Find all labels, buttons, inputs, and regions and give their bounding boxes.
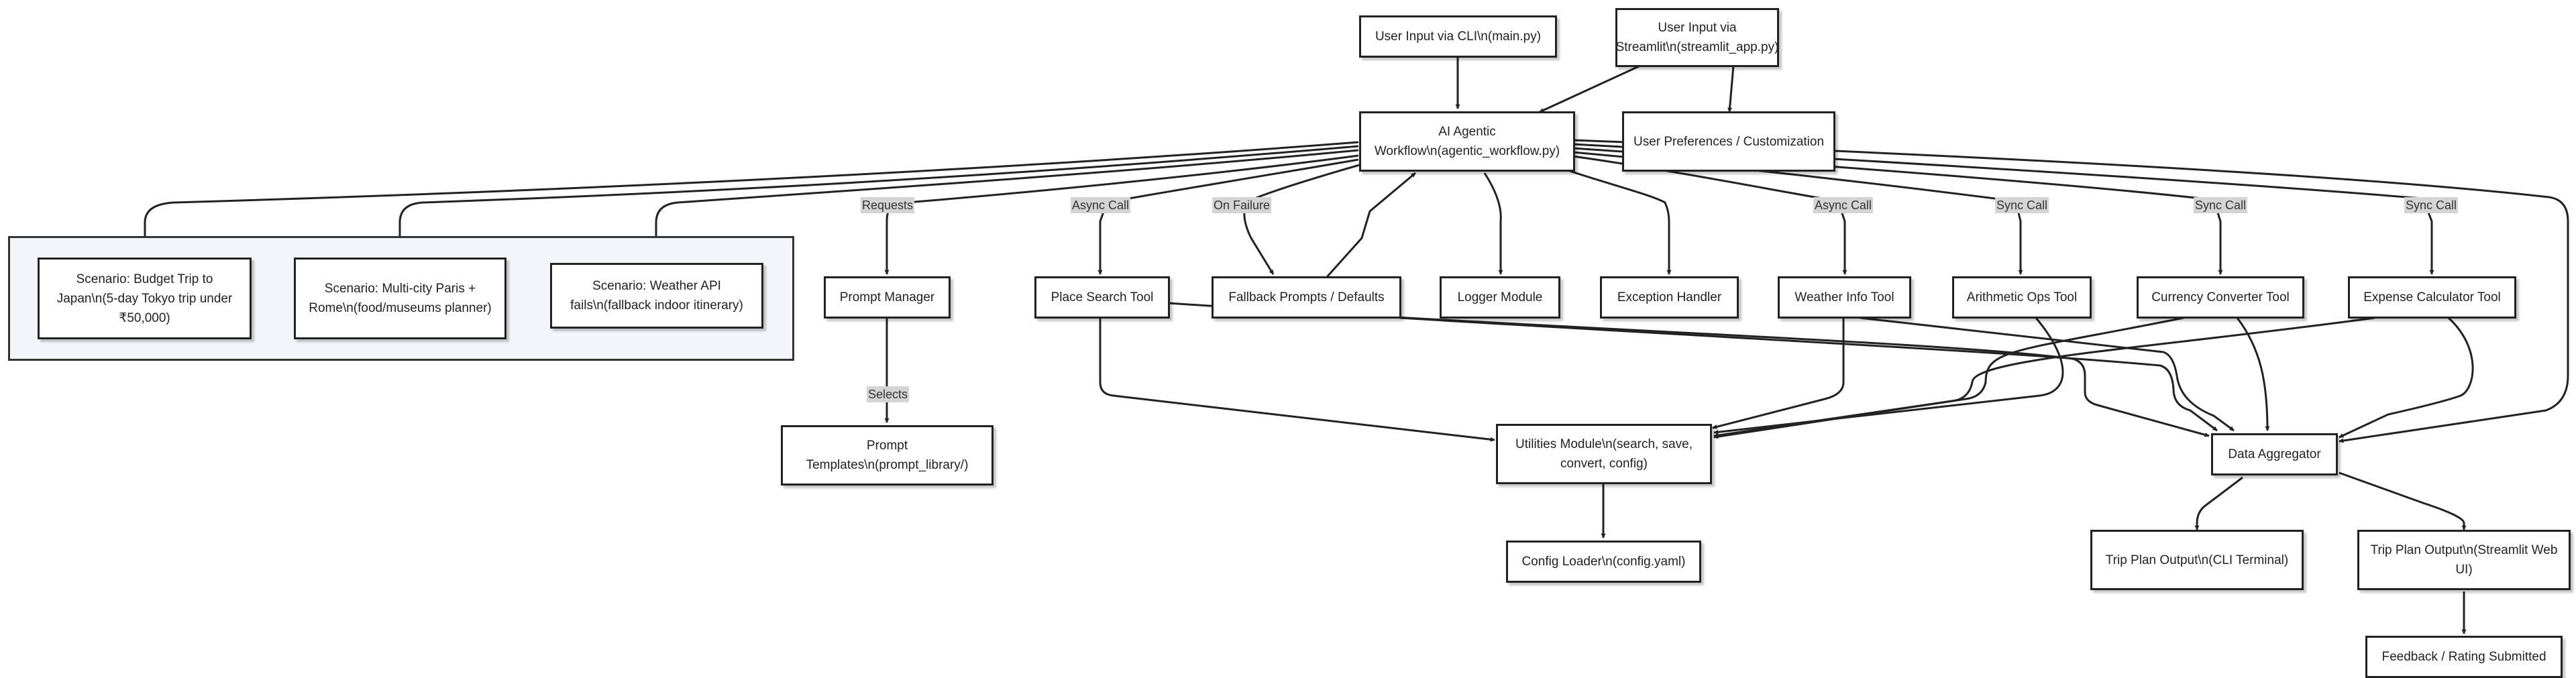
edge-workflow-to-weather: [1572, 155, 1847, 275]
logger-label: Logger Module: [1457, 290, 1543, 304]
arithmetic-node: Arithmetic Ops Tool: [1952, 276, 2092, 319]
prompt-templates-node: Prompt Templates\n(prompt_library/): [781, 425, 994, 486]
prompt-templates-label: Prompt Templates\n(prompt_library/): [806, 439, 969, 472]
workflow-label: AI Agentic Workflow\n(agentic_workflow.p…: [1374, 125, 1560, 158]
scenario-weather-node: Scenario: Weather API fails\n(fallback i…: [550, 263, 763, 329]
edge-currency-to-utilities: [1713, 317, 2184, 438]
output-web-label: Trip Plan Output\n(Streamlit Web UI): [2370, 543, 2558, 577]
scenario-weather-label: Scenario: Weather API fails\n(fallback i…: [570, 279, 743, 313]
edge-fallback-to-aggregator: [1399, 317, 2218, 432]
streamlit-input-label: User Input via Streamlit\n(streamlit_app…: [1615, 21, 1779, 54]
scenario-japan-node: Scenario: Budget Trip to Japan\n(5-day T…: [38, 258, 252, 339]
logger-node: Logger Module: [1440, 276, 1560, 319]
edge-expense-to-aggregator: [2339, 317, 2474, 439]
aggregator-node: Data Aggregator: [2211, 433, 2338, 475]
arithmetic-label: Arithmetic Ops Tool: [1966, 290, 2078, 304]
edge-expense-to-utilities: [1713, 317, 2375, 439]
expense-label: Expense Calculator Tool: [2363, 290, 2501, 304]
edge-workflow-to-exception: [1569, 170, 1672, 275]
edge-label-requests: Requests: [861, 197, 915, 213]
edge-label-sync-call-arith: Sync Call: [1995, 197, 2049, 213]
edge-weather-to-aggregator: [1860, 317, 2235, 432]
edge-place-search-to-utilities: [1099, 318, 1495, 442]
aggregator-label: Data Aggregator: [2228, 447, 2321, 461]
streamlit-input-node: User Input via Streamlit\n(streamlit_app…: [1615, 8, 1779, 67]
edge-label-sync-call-currency: Sync Call: [2194, 197, 2248, 213]
weather-label: Weather Info Tool: [1794, 290, 1894, 304]
output-cli-node: Trip Plan Output\n(CLI Terminal): [2090, 530, 2304, 590]
edge-streamlit-to-preferences: [1727, 65, 1735, 113]
edge-currency-to-aggregator: [2236, 317, 2270, 431]
edge-workflow-to-scenario-multicity: [397, 145, 1359, 258]
edge-workflow-to-scenario-japan: [142, 141, 1359, 258]
edge-label-async-call-place: Async Call: [1071, 197, 1131, 213]
edge-fallback-to-workflow: [1326, 172, 1416, 278]
currency-label: Currency Converter Tool: [2151, 290, 2290, 304]
place-search-node: Place Search Tool: [1034, 276, 1170, 319]
edge-label-on-failure: On Failure: [1212, 197, 1272, 213]
edge-workflow-to-prompt-manager: [884, 154, 1359, 275]
utilities-label: Utilities Module\n(search, save, convert…: [1515, 437, 1693, 471]
scenario-multicity-label: Scenario: Multi-city Paris + Rome\n(food…: [309, 282, 492, 315]
place-search-label: Place Search Tool: [1051, 290, 1154, 304]
utilities-node: Utilities Module\n(search, save, convert…: [1496, 424, 1712, 484]
edge-aggregator-to-output-cli: [2194, 476, 2243, 530]
edge-label-sync-call-expense: Sync Call: [2404, 197, 2459, 213]
edge-label-async-call-weather: Async Call: [1813, 197, 1874, 213]
currency-node: Currency Converter Tool: [2137, 276, 2304, 319]
feedback-node: Feedback / Rating Submitted: [2365, 636, 2563, 678]
scenario-multicity-node: Scenario: Multi-city Paris + Rome\n(food…: [294, 258, 506, 339]
weather-node: Weather Info Tool: [1778, 276, 1911, 319]
cli-input-label: User Input via CLI\n(main.py): [1375, 30, 1542, 44]
fallback-node: Fallback Prompts / Defaults: [1212, 276, 1401, 319]
scenario-japan-label: Scenario: Budget Trip to Japan\n(5-day T…: [56, 272, 233, 325]
edge-aggregator-to-output-web: [2339, 471, 2467, 530]
preferences-node: User Preferences / Customization: [1622, 111, 1835, 172]
prompt-manager-label: Prompt Manager: [839, 290, 935, 304]
cli-input-node: User Input via CLI\n(main.py): [1359, 15, 1557, 58]
edge-arithmetic-to-utilities: [1713, 317, 2064, 435]
prompt-manager-node: Prompt Manager: [824, 276, 951, 319]
preferences-label: User Preferences / Customization: [1633, 134, 1825, 149]
edge-place-search-to-aggregator: [1168, 302, 2210, 437]
output-web-node: Trip Plan Output\n(Streamlit Web UI): [2357, 530, 2571, 590]
config-loader-label: Config Loader\n(config.yaml): [1521, 555, 1686, 569]
expense-node: Expense Calculator Tool: [2348, 276, 2516, 319]
edge-workflow-to-aggregator: [1572, 139, 2569, 443]
exception-node: Exception Handler: [1600, 276, 1739, 319]
exception-label: Exception Handler: [1617, 290, 1722, 304]
config-loader-node: Config Loader\n(config.yaml): [1506, 541, 1701, 583]
edge-label-selects: Selects: [867, 386, 910, 402]
feedback-label: Feedback / Rating Submitted: [2381, 650, 2546, 664]
edge-weather-to-utilities: [1712, 318, 1845, 429]
output-cli-label: Trip Plan Output\n(CLI Terminal): [2105, 553, 2289, 567]
edge-streamlit-to-workflow: [1539, 64, 1641, 113]
edge-workflow-to-logger: [1483, 172, 1503, 275]
workflow-node: AI Agentic Workflow\n(agentic_workflow.p…: [1359, 111, 1575, 172]
edge-workflow-to-scenario-weather: [653, 149, 1359, 264]
fallback-label: Fallback Prompts / Defaults: [1228, 290, 1385, 304]
